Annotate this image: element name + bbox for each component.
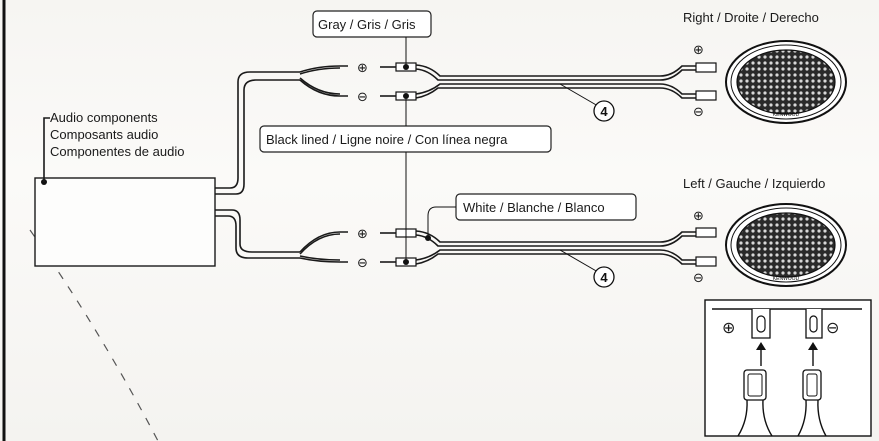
white-leader bbox=[427, 206, 456, 238]
lower-plus-symbol: ⊕ bbox=[357, 227, 368, 242]
right-speaker: KENWOOD bbox=[725, 40, 847, 124]
right-speaker-brand: KENWOOD bbox=[773, 112, 800, 118]
left-speaker-plus-symbol: ⊕ bbox=[693, 209, 704, 224]
left-speaker-label: Left / Gauche / Izquierdo bbox=[683, 176, 825, 191]
gray-leader-dot bbox=[403, 64, 409, 70]
white-leader-dot bbox=[425, 235, 431, 241]
upper-plus-symbol: ⊕ bbox=[357, 61, 368, 76]
audio-components-leader bbox=[43, 117, 50, 182]
left-channel-harness bbox=[215, 209, 717, 273]
black-lined-dot-upper bbox=[403, 93, 409, 99]
audio-components-label-es: Componentes de audio bbox=[50, 144, 184, 159]
audio-components-label-en: Audio components bbox=[50, 110, 158, 125]
gray-label: Gray / Gris / Gris bbox=[318, 17, 416, 32]
left-speaker-minus-symbol: ⊖ bbox=[693, 271, 704, 286]
terminal-detail-inset bbox=[704, 299, 872, 437]
upper-minus-symbol: ⊖ bbox=[357, 90, 368, 105]
right-speaker-plus-symbol: ⊕ bbox=[693, 43, 704, 58]
part-number-4-upper-text: 4 bbox=[600, 104, 608, 119]
black-lined-label: Black lined / Ligne noire / Con línea ne… bbox=[266, 132, 508, 147]
left-speaker: KENWOOD bbox=[725, 203, 847, 287]
inset-plus-symbol: ⊕ bbox=[722, 318, 735, 337]
audio-components-box bbox=[34, 177, 216, 267]
part-number-4-lower bbox=[593, 266, 615, 288]
left-speaker-brand: KENWOOD bbox=[773, 276, 800, 282]
inset-minus-symbol: ⊖ bbox=[826, 318, 839, 337]
black-lined-dot-lower bbox=[403, 259, 409, 265]
audio-components-label-fr: Composants audio bbox=[50, 127, 158, 142]
right-speaker-minus-symbol: ⊖ bbox=[693, 105, 704, 120]
white-label: White / Blanche / Blanco bbox=[463, 200, 605, 215]
fold-guide-line bbox=[29, 229, 159, 441]
part-number-4-lower-text: 4 bbox=[600, 270, 608, 285]
gray-callout-box bbox=[312, 10, 432, 38]
lower-minus-symbol: ⊖ bbox=[357, 256, 368, 271]
right-speaker-label: Right / Droite / Derecho bbox=[683, 10, 819, 25]
part-number-4-upper bbox=[593, 100, 615, 122]
